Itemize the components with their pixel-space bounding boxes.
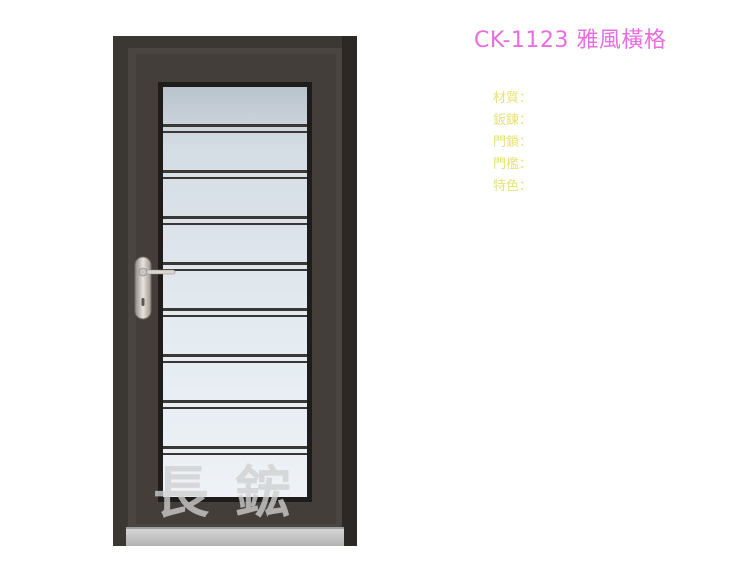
glass-bar xyxy=(163,216,307,219)
glass-bar xyxy=(163,308,307,311)
glass-bar xyxy=(163,315,307,317)
glass-bar xyxy=(163,269,307,271)
spec-list: 材質： 鈑鍊： 門鎖： 門檻： 特色： xyxy=(493,88,532,198)
glass-bar xyxy=(163,124,307,127)
brand-watermark: 長鋐 xyxy=(153,460,317,526)
spec-hinge: 鈑鍊： xyxy=(493,113,533,128)
glass-bar xyxy=(163,131,307,133)
door-frame-shadow xyxy=(342,36,357,546)
product-title: CK-1123 雅風橫格 xyxy=(474,28,667,53)
spec-lock: 門鎖： xyxy=(493,135,533,150)
spec-threshold: 門檻： xyxy=(493,157,533,172)
glass-bar xyxy=(163,407,307,409)
door-handle xyxy=(134,256,176,320)
glass-bar xyxy=(163,170,307,173)
glass-panel xyxy=(163,87,307,497)
door-threshold xyxy=(126,527,344,546)
handle-rose xyxy=(138,267,148,277)
horizontal-bars xyxy=(163,124,307,455)
threshold-edge xyxy=(126,527,344,529)
glass-bar xyxy=(163,361,307,363)
handle-plate xyxy=(134,256,152,320)
glass-bar xyxy=(163,223,307,225)
glass-bar xyxy=(163,262,307,265)
glass-bar xyxy=(163,177,307,179)
spec-material: 材質： xyxy=(493,91,533,106)
glass-bar xyxy=(163,354,307,357)
spec-feature: 特色： xyxy=(493,179,533,194)
glass-bar xyxy=(163,453,307,455)
glass-bar xyxy=(163,446,307,449)
glass-bar xyxy=(163,400,307,403)
keyhole xyxy=(141,298,145,306)
